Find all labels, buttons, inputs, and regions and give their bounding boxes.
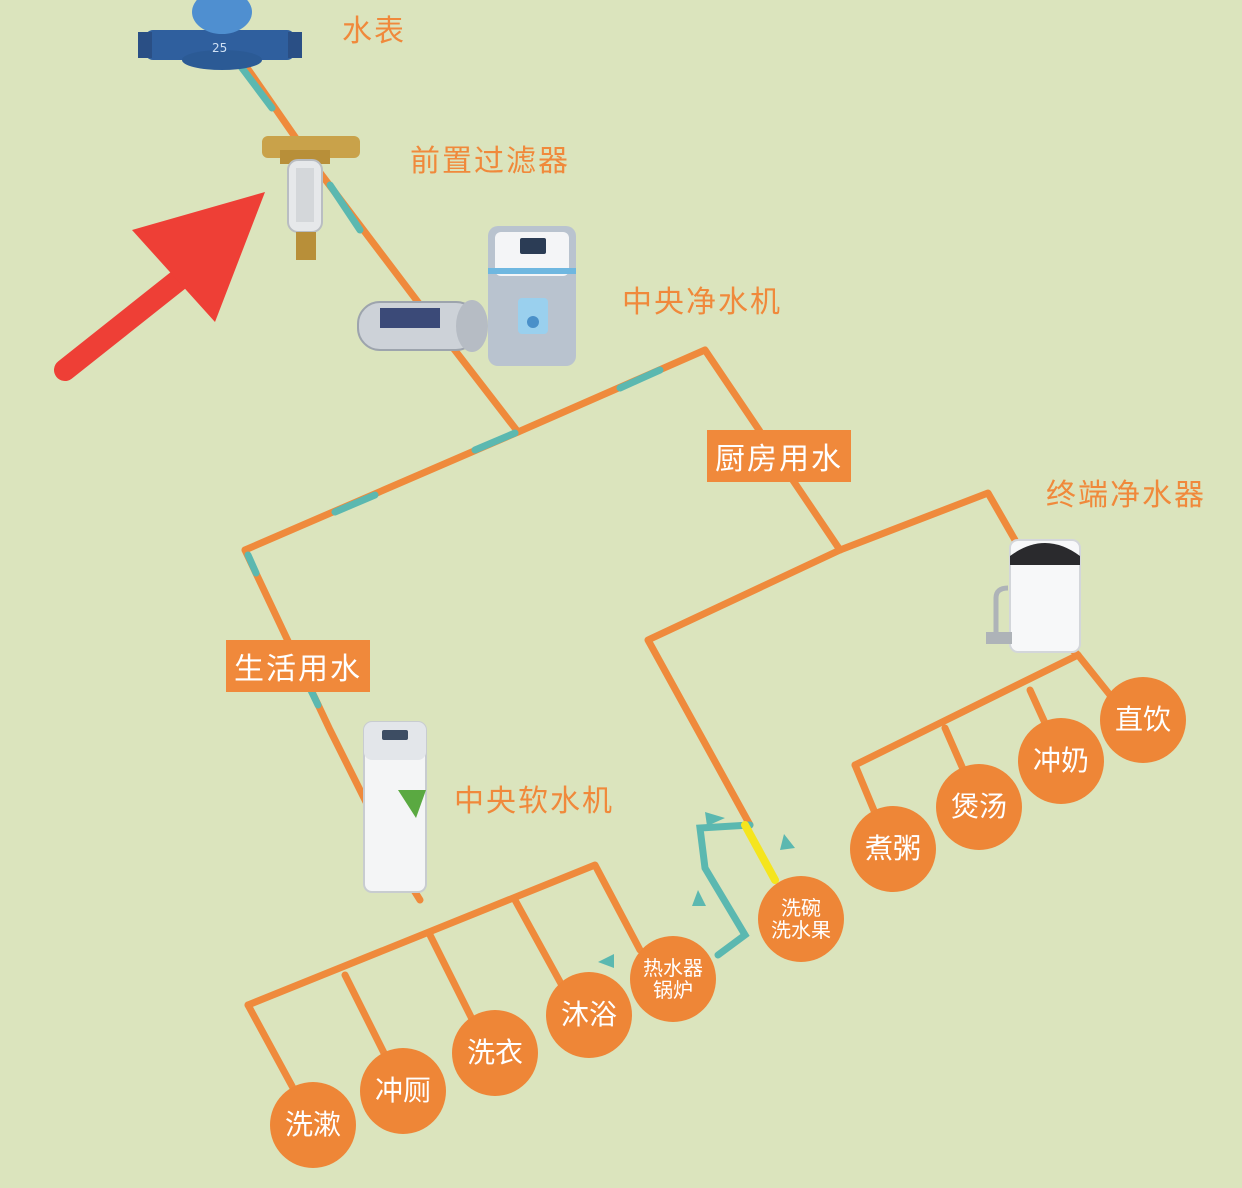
pointer-arrow-icon xyxy=(54,192,265,381)
outlet-porridge-label: 煮粥 xyxy=(864,831,921,865)
terminal-purifier-icon xyxy=(986,539,1081,653)
pre-filter-label: 前置过滤器 xyxy=(410,144,570,179)
outlet-soup-label: 煲汤 xyxy=(950,789,1007,823)
outlet-wash: 洗漱 xyxy=(270,1082,356,1168)
outlet-milk: 冲奶 xyxy=(1018,718,1104,804)
outlet-dish-line1: 洗碗 xyxy=(781,896,821,920)
outlet-drink: 直饮 xyxy=(1100,677,1186,763)
outlet-dish: 洗碗洗水果 xyxy=(758,876,844,962)
kitchen-water-tag: 厨房用水 xyxy=(707,430,851,482)
outlet-laundry-label: 洗衣 xyxy=(466,1035,523,1069)
svg-text:25: 25 xyxy=(212,41,227,55)
outlet-laundry: 洗衣 xyxy=(452,1010,538,1096)
water-softener-icon xyxy=(363,721,427,893)
water-meter-icon: 25 xyxy=(138,0,302,70)
pre-filter-icon xyxy=(262,136,360,260)
outlet-wash-label: 洗漱 xyxy=(284,1107,341,1141)
outlet-shower-label: 沐浴 xyxy=(560,997,617,1031)
pipe-kitchen xyxy=(836,489,1019,554)
outlet-toilet: 冲厕 xyxy=(360,1048,446,1134)
outlet-dish-line2: 洗水果 xyxy=(771,918,831,942)
outlet-shower: 沐浴 xyxy=(546,972,632,1058)
pipe-kitchen-down xyxy=(644,546,844,829)
domestic-water-tag: 生活用水 xyxy=(226,640,370,692)
outlet-drink-label: 直饮 xyxy=(1114,702,1171,736)
pipe-softener-branch xyxy=(244,861,644,1009)
outlet-heater-line2: 锅炉 xyxy=(653,978,693,1002)
outlet-milk-label: 冲奶 xyxy=(1032,743,1089,777)
central-purifier-label: 中央净水机 xyxy=(622,285,782,320)
outlet-heater-line1: 热水器 xyxy=(643,956,703,980)
outlet-heater: 热水器锅炉 xyxy=(630,936,716,1022)
central-purifier-icon xyxy=(357,226,576,366)
outlet-porridge: 煮粥 xyxy=(850,806,936,892)
terminal-purifier-label: 终端净水器 xyxy=(1046,478,1206,513)
water-meter-label: 水表 xyxy=(342,14,406,49)
outlet-toilet-label: 冲厕 xyxy=(374,1073,431,1107)
central-softener-label: 中央软水机 xyxy=(454,784,614,819)
outlet-soup: 煲汤 xyxy=(936,764,1022,850)
